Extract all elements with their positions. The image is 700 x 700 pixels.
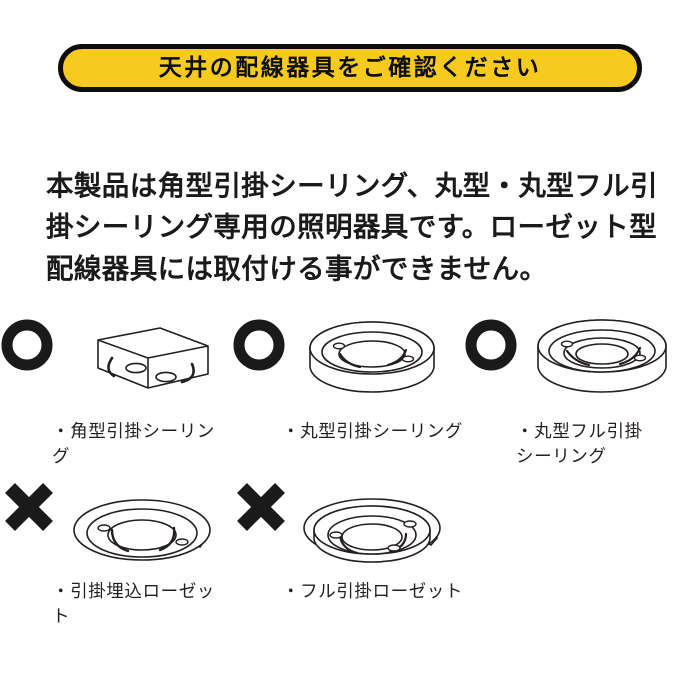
cross-mark-icon	[232, 478, 290, 540]
intro-paragraph: 本製品は角型引掛シーリング、丸型・丸型フル引掛シーリング専用の照明器具です。ロー…	[46, 169, 658, 286]
item-round-hooking-ceiling: ・丸型引掛シーリング	[232, 318, 464, 470]
item-square-hooking-ceiling: ・角型引掛シーリング	[0, 318, 232, 470]
compatible-items-row: ・角型引掛シーリング	[0, 318, 700, 470]
item-embedded-hooking-rosette: ・引掛埋込ローゼット	[0, 478, 232, 630]
item-label: ・フル引掛ローゼット	[282, 582, 463, 602]
illustration-square-hooking-ceiling	[52, 318, 232, 406]
incompatible-items-row: ・引掛埋込ローゼット	[0, 478, 700, 630]
item-label: ・丸型引掛シーリング	[282, 422, 463, 442]
item-round-full-hooking-ceiling: ・丸型フル引掛 シーリング	[464, 318, 700, 470]
banner-pill: 天井の配線器具をご確認ください	[58, 44, 642, 92]
illustration-round-full-hooking-ceiling	[512, 318, 692, 406]
illustration-full-hooking-rosette	[282, 478, 462, 566]
header-banner: 天井の配線器具をご確認ください	[58, 44, 642, 92]
banner-title: 天井の配線器具をご確認ください	[158, 54, 542, 81]
item-label: ・角型引掛シーリング	[52, 422, 215, 467]
illustration-round-hooking-ceiling	[282, 318, 462, 406]
illustration-embedded-hooking-rosette	[52, 478, 232, 566]
item-full-hooking-rosette: ・フル引掛ローゼット	[232, 478, 464, 630]
cross-mark-icon	[0, 478, 58, 540]
item-label: ・引掛埋込ローゼット	[52, 582, 215, 627]
item-spacer	[464, 478, 700, 630]
circle-mark-icon	[0, 318, 54, 376]
circle-mark-icon	[232, 318, 286, 376]
circle-mark-icon	[464, 318, 518, 376]
item-label: ・丸型フル引掛 シーリング	[516, 422, 643, 467]
